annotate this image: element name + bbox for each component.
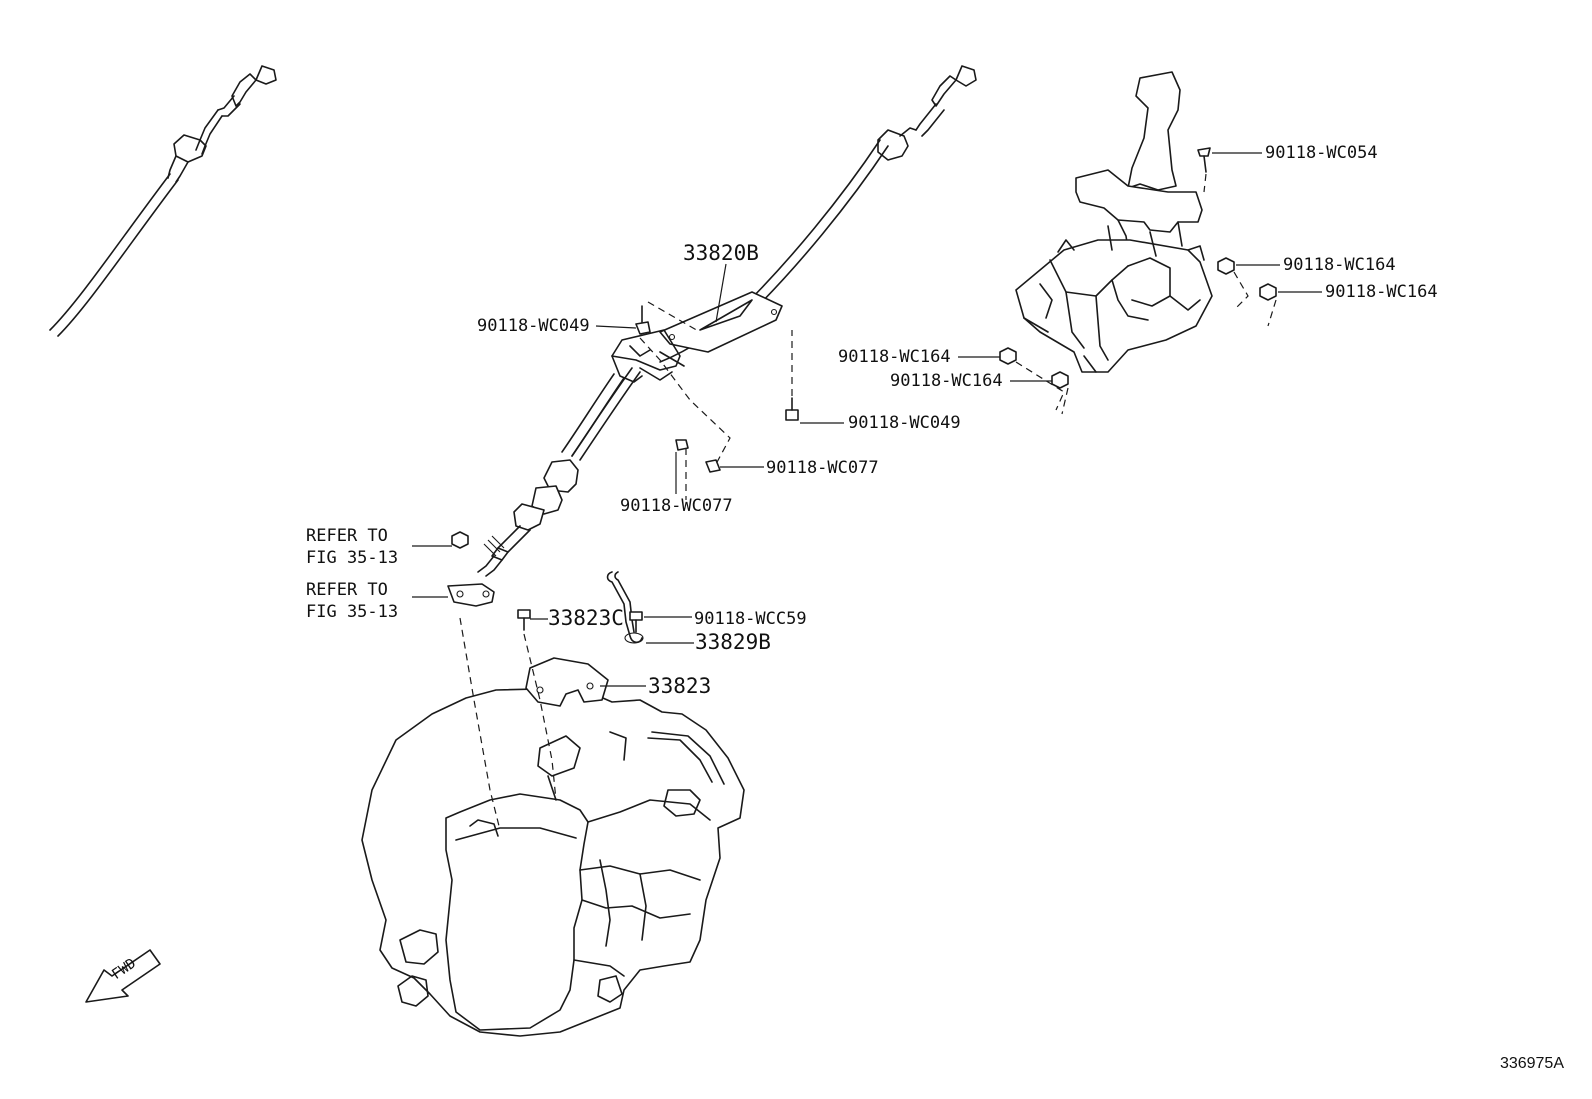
label-nut-shifter-right-1[interactable]: 90118-WC164	[1283, 255, 1396, 275]
label-clip-cable[interactable]: 33829B	[695, 630, 771, 654]
shift-cable	[49, 65, 277, 337]
transaxle-housing	[361, 687, 745, 1037]
shift-lever-assembly	[1015, 71, 1213, 373]
fasteners	[451, 147, 1277, 633]
cable-bracket	[611, 329, 685, 383]
label-bolt-bracket-bottom[interactable]: 90118-WC049	[848, 413, 961, 433]
label-clip-bottom[interactable]: 90118-WC077	[620, 496, 733, 516]
label-screw-shifter-top[interactable]: 90118-WC054	[1265, 143, 1378, 163]
label-bolt-bracket-top[interactable]: 90118-WC049	[477, 316, 590, 336]
label-cable-assy[interactable]: 33820B	[683, 241, 759, 265]
cable-run	[571, 139, 889, 461]
label-bolt-bracket-mount[interactable]: 33823C	[548, 606, 624, 630]
cable-lower-section	[477, 373, 625, 577]
cable-end-fitting-top	[877, 65, 977, 161]
catalog-number: 336975A	[1499, 1055, 1564, 1072]
label-nut-shifter-left-1[interactable]: 90118-WC164	[838, 347, 951, 367]
cable-clip	[606, 571, 644, 644]
label-bracket-mount[interactable]: 33823	[648, 674, 712, 698]
label-nut-shifter-right-2[interactable]: 90118-WC164	[1325, 282, 1438, 302]
transaxle-lever	[447, 583, 495, 607]
label-refer-1-line1[interactable]: REFER TO	[306, 526, 388, 546]
label-refer-2-line1[interactable]: REFER TO	[306, 580, 388, 600]
assembly-lines	[459, 173, 1277, 831]
label-refer-1-line2[interactable]: FIG 35-13	[306, 548, 399, 568]
label-clip-right[interactable]: 90118-WC077	[766, 458, 879, 478]
fwd-arrow-icon	[85, 949, 161, 1003]
label-nut-shifter-left-2[interactable]: 90118-WC164	[890, 371, 1003, 391]
label-bolt-clip-mount[interactable]: 90118-WCC59	[694, 609, 807, 629]
label-refer-2-line2[interactable]: FIG 35-13	[306, 602, 399, 622]
cable-bracket-plate	[659, 291, 783, 353]
mount-bracket	[525, 657, 609, 707]
leader-lines	[412, 152, 1322, 687]
